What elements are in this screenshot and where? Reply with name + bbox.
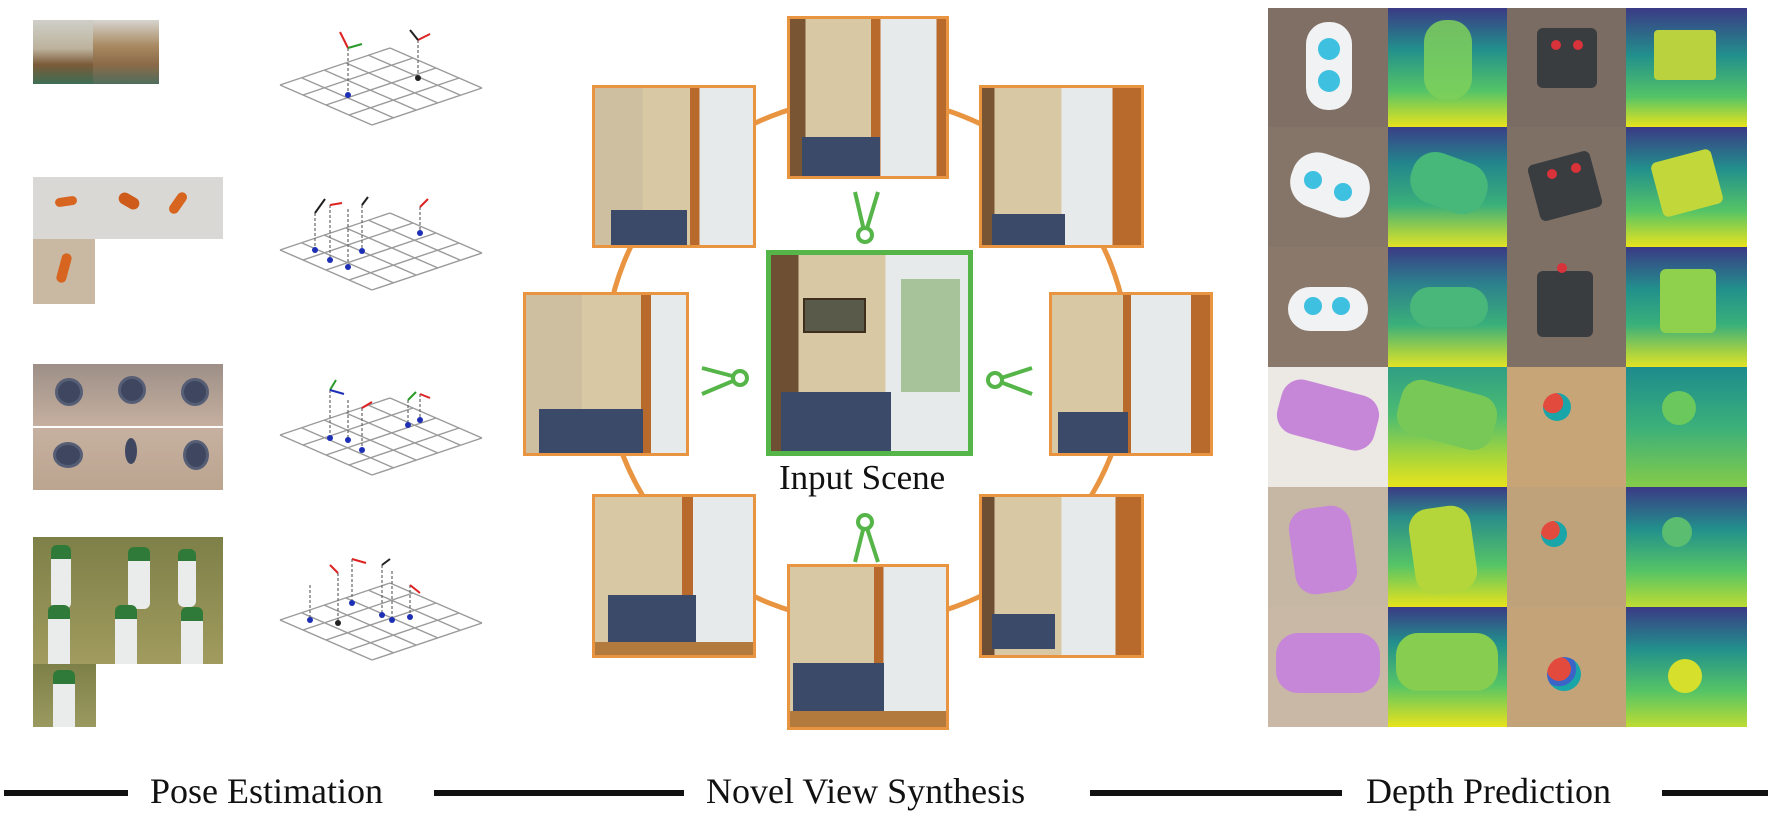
pose-grid-3	[279, 379, 483, 476]
depth-rc-2	[1626, 127, 1747, 247]
photo-rc-3	[1507, 247, 1626, 367]
input-scene-label: Input Scene	[779, 458, 946, 497]
depth-remote-2	[1388, 127, 1507, 247]
pose-grid-2	[279, 196, 483, 291]
section-pose-estimation: Pose Estimation	[150, 771, 383, 811]
pose-grid-4	[279, 558, 483, 661]
view-bottom-right	[979, 494, 1144, 658]
depth-remote-1	[1388, 8, 1507, 127]
view-top-right	[979, 85, 1144, 248]
rule-1	[4, 790, 128, 796]
photo-ball-1	[1507, 367, 1626, 487]
camera-icon-left	[701, 366, 749, 396]
depth-gamepad-2	[1388, 487, 1507, 607]
carrot-image-1	[33, 177, 223, 239]
depth-ball-2	[1626, 487, 1747, 607]
camera-icon-top	[853, 191, 880, 244]
depth-remote-3	[1388, 247, 1507, 367]
photo-rc-2	[1507, 127, 1626, 247]
camera-icon-bottom	[853, 513, 880, 563]
depth-rc-1	[1626, 8, 1747, 127]
camera-icon-right	[986, 366, 1033, 396]
depth-rc-3	[1626, 247, 1747, 367]
teddy-image-2	[93, 20, 159, 84]
photo-rc-1	[1507, 8, 1626, 127]
photo-gamepad-1	[1268, 367, 1388, 487]
photo-gamepad-2	[1268, 487, 1388, 607]
donut-images	[33, 364, 223, 490]
view-top	[787, 16, 949, 179]
depth-ball-3	[1626, 607, 1747, 727]
view-left	[523, 292, 689, 456]
depth-gamepad-1	[1388, 367, 1507, 487]
view-bottom-left	[592, 494, 756, 658]
depth-gamepad-3	[1388, 607, 1507, 727]
view-bottom	[787, 564, 949, 730]
photo-remote-1	[1268, 8, 1388, 127]
view-right	[1049, 292, 1213, 456]
carrot-image-2	[33, 239, 95, 304]
depth-ball-1	[1626, 367, 1747, 487]
rule-2	[434, 790, 684, 796]
pose-grids	[279, 29, 483, 661]
hydrant-images	[33, 537, 223, 664]
photo-gamepad-3	[1268, 607, 1388, 727]
photo-ball-2	[1507, 487, 1626, 607]
photo-remote-2	[1268, 127, 1388, 247]
pose-grid-1	[279, 29, 483, 126]
teddy-image-1	[33, 20, 93, 84]
photo-ball-3	[1507, 607, 1626, 727]
photo-remote-3	[1268, 247, 1388, 367]
rule-3	[1090, 790, 1342, 796]
hydrant-image-last	[33, 664, 96, 727]
input-scene-image	[766, 250, 973, 456]
view-top-left	[592, 85, 756, 248]
rule-4	[1662, 790, 1768, 796]
section-novel-view-synthesis: Novel View Synthesis	[706, 771, 1026, 811]
section-depth-prediction: Depth Prediction	[1366, 771, 1611, 811]
